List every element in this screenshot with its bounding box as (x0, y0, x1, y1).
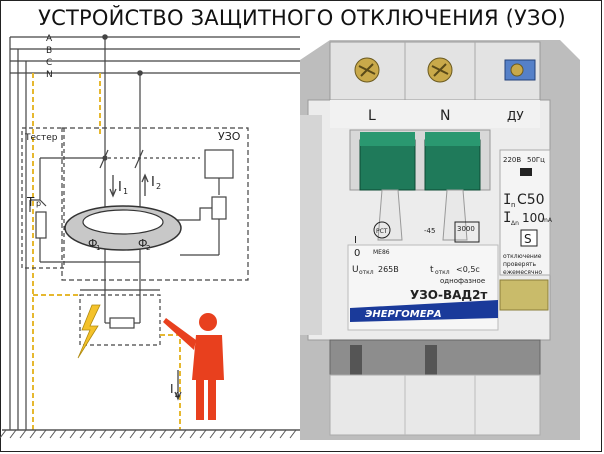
switch-off-mark: 0 (354, 248, 360, 259)
terminal-du-label: ДУ (507, 109, 524, 123)
lever-left (359, 139, 416, 191)
label-current-1-sub: 1 (123, 187, 128, 196)
t-value: <0,5с (456, 265, 480, 274)
screw-du-icon (504, 59, 536, 81)
tester-box (21, 127, 65, 269)
test-note-3: ежемесячно (503, 269, 542, 276)
ground-symbol (0, 429, 300, 439)
test-note-1: отключение (503, 253, 542, 260)
load-box (79, 294, 161, 346)
rating-value: C50 (517, 192, 545, 208)
rating-prefix: I (503, 192, 511, 208)
label-tester: Тестер (24, 133, 58, 143)
label-phase-c: C (46, 58, 52, 68)
u-value: 265В (378, 265, 399, 274)
load-resistor (109, 317, 135, 329)
leak-prefix: I (503, 210, 511, 226)
label-tester-button: Т (26, 195, 35, 209)
label-flux-1-sub: 1 (96, 244, 100, 252)
model-name: УЗО-ВАД2т (410, 288, 487, 302)
class-s-badge: S (524, 232, 532, 246)
brand-name: ЭНЕРГОМЕРА (365, 309, 442, 320)
temp-label: -45 (424, 227, 435, 235)
label-rcd: УЗО (218, 130, 241, 143)
leak-prefix-sub: Δn (511, 220, 519, 227)
capacity-label: 3000 (457, 225, 475, 233)
screw-n-icon (427, 57, 453, 83)
tester-resistor (35, 211, 47, 239)
label-leak-current-sub: Δ (175, 391, 180, 399)
t-label: t (430, 265, 434, 275)
cert-mark: РСТ (376, 228, 388, 235)
label-current-1: I (118, 180, 122, 195)
test-note-2: проверять (503, 261, 537, 268)
u-sub: откл (359, 269, 374, 276)
u-label: U (352, 265, 359, 275)
label-neutral: N (46, 70, 53, 80)
label-flux-2: Ф (138, 237, 147, 250)
schematic (9, 34, 300, 430)
leak-rating: 100 (522, 211, 545, 225)
voltage-label: 220В (503, 156, 521, 164)
label-phase-b: B (46, 46, 52, 56)
page-title: УСТРОЙСТВО ЗАЩИТНОГО ОТКЛЮЧЕНИЯ (УЗО) (38, 6, 566, 30)
lightning-icon (77, 304, 101, 359)
rcd-box (61, 127, 249, 281)
label-current-2: I (151, 175, 155, 190)
relay-coil (211, 196, 227, 220)
label-leak-current: I (170, 382, 174, 396)
label-current-2-sub: 2 (156, 182, 161, 191)
relay-box (204, 149, 234, 179)
cert-code: МЕ86 (373, 249, 390, 256)
screw-l-icon (354, 57, 380, 83)
label-flux-1: Ф (88, 237, 97, 250)
test-button[interactable] (499, 279, 549, 311)
label-flux-2-sub: 2 (146, 244, 150, 252)
t-sub: откл (435, 269, 450, 276)
leak-unit: mA (542, 217, 553, 224)
frequency-label: 50Гц (527, 156, 545, 164)
rcd-device (300, 40, 580, 440)
rating-prefix-sub: n (511, 201, 515, 209)
label-phase-a: A (46, 34, 53, 44)
switch-on-mark: I (354, 235, 357, 246)
terminal-l-label: L (368, 108, 376, 124)
terminal-n-label: N (440, 108, 450, 124)
label-tester-button-sub: р (36, 199, 41, 208)
person-icon (163, 313, 224, 420)
phase-type: однофазное (440, 277, 485, 285)
lever-right (424, 139, 481, 191)
